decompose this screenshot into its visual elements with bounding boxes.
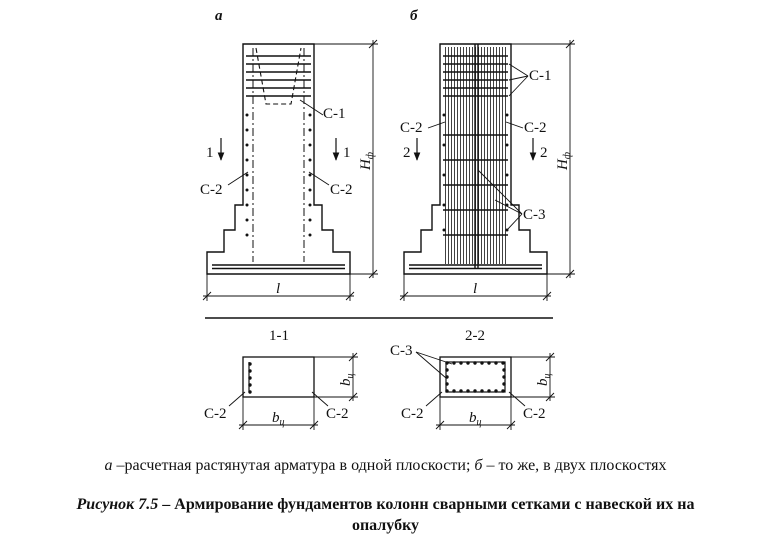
view-b-label-c3: С-3 [523, 207, 546, 223]
view-a-section-mark-left: 1 [206, 145, 214, 161]
view-a-label-c1: С-1 [323, 106, 346, 122]
figure-title: Рисунок 7.5 – Армирование фундаментов ко… [0, 494, 771, 536]
view-b-height-dimension [511, 39, 575, 279]
view-b-slab-mesh [409, 264, 542, 270]
view-b-bar-dots [442, 113, 509, 232]
view-a-column-socket [252, 48, 305, 262]
figure-title-line1: – Армирование фундаментов колонн сварным… [158, 496, 695, 513]
view-a-length-label: l [276, 281, 280, 297]
view-a-label-c2-right: С-2 [330, 182, 353, 198]
view-a-column-taper [255, 47, 302, 105]
view-a-section-mark-right: 1 [343, 145, 351, 161]
view-a-height-label: Hф [358, 152, 376, 171]
section-2-height-label: bц [535, 374, 553, 387]
section-2-width-dimension [435, 397, 516, 430]
section-2-label-c3: С-3 [390, 343, 413, 359]
section-1-height-dimension [314, 352, 358, 402]
view-a-bar-dots [245, 113, 312, 237]
section-1-width-dimension [238, 397, 319, 430]
view-b-section-mark-left: 2 [403, 145, 411, 161]
section-2-2: 2-2 С-3 С-2 С-2 bц [390, 328, 555, 430]
note-text-a: –расчетная растянутая арматура в одной п… [112, 457, 475, 474]
view-b-height-label: Hф [555, 152, 573, 171]
section-2-width-label: bц [469, 410, 482, 428]
section-1-height-label: bц [338, 374, 356, 387]
view-b-horizontal-mesh [443, 55, 508, 236]
note-letter-a: а [104, 457, 113, 474]
view-a: а [200, 8, 378, 301]
view-b-letter: б [410, 8, 418, 24]
view-b-length-dimension [399, 274, 552, 301]
figure-title-line2: опалубку [351, 517, 420, 534]
view-b-label-c1: С-1 [529, 68, 552, 84]
view-b-section-mark-right: 2 [540, 145, 548, 161]
section-1-width-label: bц [272, 410, 285, 428]
section-1-leaders [228, 391, 329, 407]
view-a-label-c2-left: С-2 [200, 182, 223, 198]
view-b-label-c2-right: С-2 [524, 120, 547, 136]
section-2-inner-mesh [445, 361, 506, 393]
note-letter-b: б [474, 457, 483, 474]
section-2-bar-dots [445, 361, 506, 393]
section-1-title: 1-1 [269, 328, 289, 344]
view-a-slab-mesh [212, 264, 345, 270]
view-b-length-label: l [473, 281, 477, 297]
view-a-letter: а [215, 8, 223, 24]
view-a-height-dimension [314, 39, 378, 279]
note-text-b: – то же, в двух плоскостях [482, 457, 667, 474]
section-1-bar-dots [248, 362, 252, 394]
figure-note: а –расчетная растянутая арматура в одной… [0, 457, 771, 475]
section-2-outline [439, 356, 512, 398]
section-1-label-left: С-2 [204, 406, 227, 422]
view-b: б [399, 8, 575, 301]
view-a-length-dimension [202, 274, 355, 301]
section-2-title: 2-2 [465, 328, 485, 344]
view-b-label-c2-left: С-2 [400, 120, 423, 136]
figure-number: Рисунок 7.5 [76, 496, 159, 513]
section-2-label-right: С-2 [523, 406, 546, 422]
view-a-section-arrows: 1 1 [206, 138, 351, 161]
view-a-leaders [227, 99, 330, 186]
section-1-label-right: С-2 [326, 406, 349, 422]
view-b-section-arrows: 2 2 [403, 138, 548, 161]
section-2-label-left: С-2 [401, 406, 424, 422]
section-1-1: 1-1 С-2 С-2 bц bц [204, 328, 358, 430]
section-1-outline [242, 356, 315, 398]
view-a-foundation-outline [206, 43, 351, 275]
view-a-top-mesh [246, 55, 311, 97]
section-2-height-dimension [511, 352, 555, 402]
reinforcement-figure: а [200, 8, 575, 430]
view-b-leaders [427, 63, 529, 231]
section-2-leaders [415, 351, 526, 407]
